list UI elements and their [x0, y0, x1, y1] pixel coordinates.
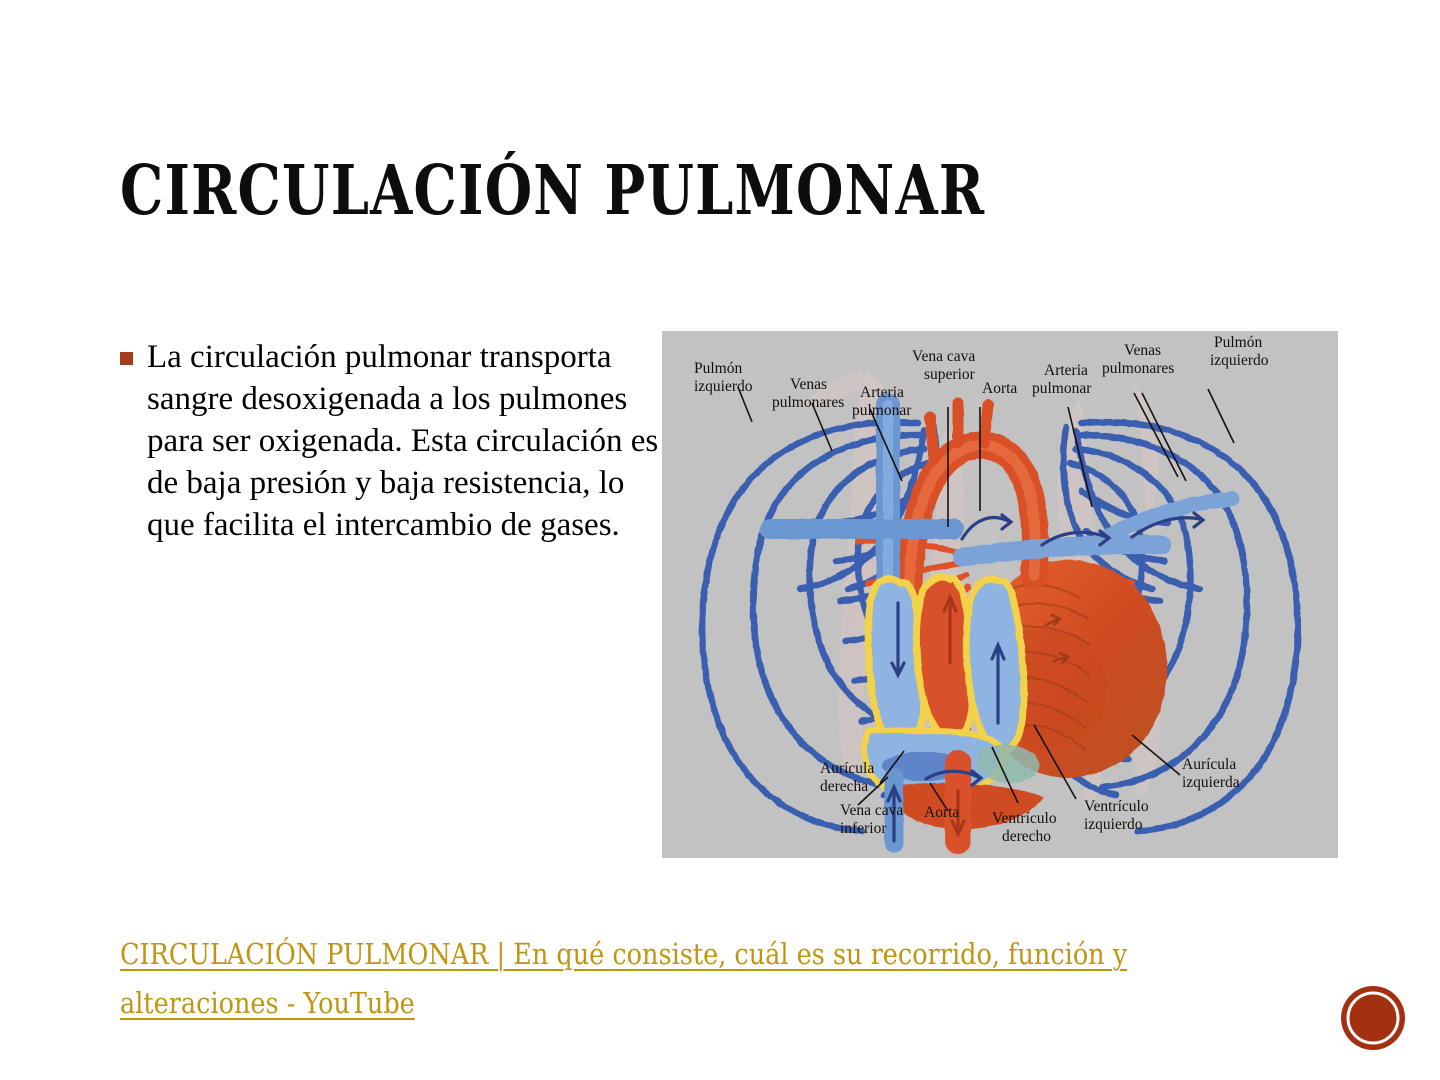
circle-logo: [1340, 985, 1406, 1051]
label-venas-pulmonares-left: Venas pulmonares: [772, 376, 844, 411]
label-arteria-pulmonar-right: Arteria pulmonar: [1032, 362, 1092, 397]
flow-arrows: [886, 511, 1206, 843]
logo-ring: [1346, 991, 1400, 1045]
bullet-item-text: La circulación pulmonar transporta sangr…: [147, 339, 659, 543]
pulmonary-circulation-image: Pulmón izquierdo Venas pulmonares Arteri…: [662, 331, 1338, 858]
logo-inner-circle: [1351, 996, 1395, 1040]
label-pulmon-izquierdo-left: Pulmón izquierdo: [694, 360, 753, 395]
label-vena-cava-inferior: Vena cava inferior: [840, 802, 907, 837]
label-aorta-top: Aorta: [982, 380, 1017, 397]
heart-illustration: [760, 393, 1240, 854]
square-bullet-icon: [120, 352, 133, 365]
label-auricula-izquierda: Aurícula izquierda: [1182, 756, 1240, 791]
page-title: CIRCULACIÓN PULMONAR: [120, 151, 986, 231]
label-auricula-derecha: Aurícula derecha: [820, 760, 878, 795]
figure-labels-bottom: Aurícula derecha Vena cava inferior Aort…: [820, 756, 1240, 845]
label-ventriculo-izquierdo: Ventrículo izquierdo: [1084, 798, 1152, 833]
youtube-hyperlink[interactable]: CIRCULACIÓN PULMONAR | En qué consiste, …: [120, 937, 1128, 1020]
label-leader-lines: [737, 386, 1235, 812]
label-ventriculo-derecho: Ventrículo derecho: [992, 810, 1060, 845]
content-body: La circulación pulmonar transporta sangr…: [120, 336, 660, 546]
bullet-item: La circulación pulmonar transporta sangr…: [120, 336, 660, 546]
label-venas-pulmonares-right: Venas pulmonares: [1102, 342, 1174, 377]
label-pulmon-izquierdo-right: Pulmón izquierdo: [1210, 334, 1269, 369]
label-aorta-bottom: Aorta: [924, 804, 959, 821]
label-arteria-pulmonar-left: Arteria pulmonar: [852, 384, 912, 419]
label-vena-cava-superior: Vena cava superior: [912, 348, 979, 383]
figure-labels-top: Pulmón izquierdo Venas pulmonares Arteri…: [694, 334, 1269, 419]
arterial-flow-arrows: [942, 592, 1071, 838]
